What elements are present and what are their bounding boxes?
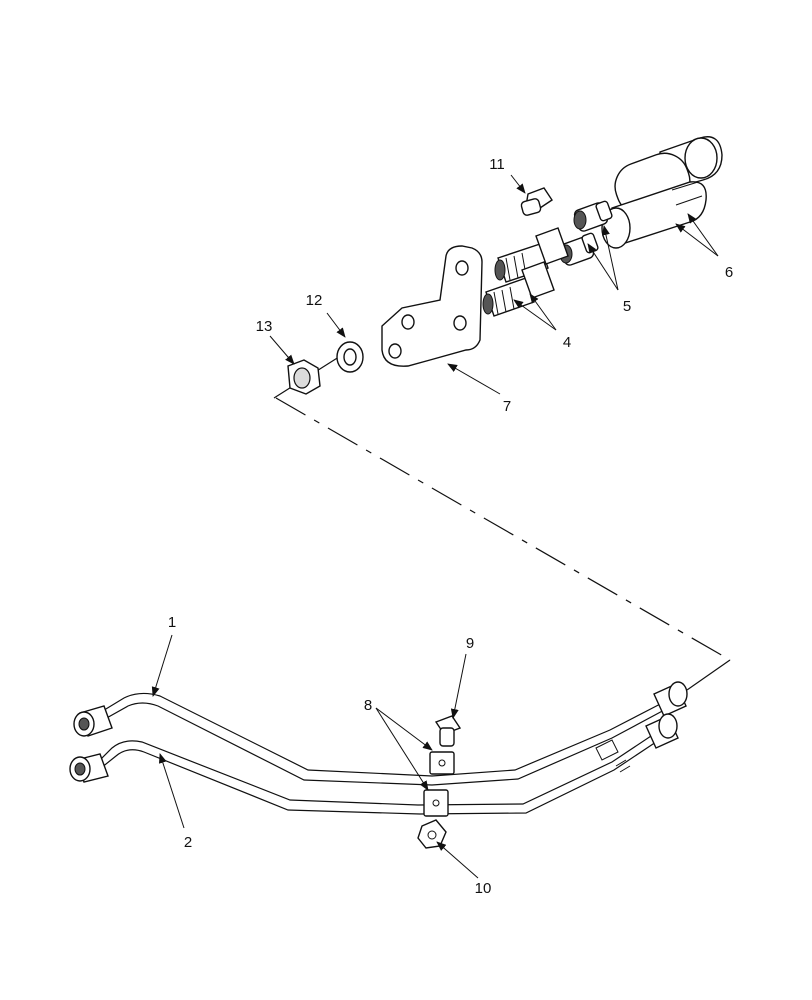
part-13-nut — [287, 359, 321, 395]
callout-6: 6 — [725, 264, 733, 281]
part-4-connectors — [482, 227, 569, 317]
line-end-fittings — [69, 681, 688, 783]
callout-9: 9 — [466, 635, 474, 652]
callout-2: 2 — [184, 834, 192, 851]
callout-11: 11 — [489, 156, 505, 173]
part-10-nut — [417, 819, 447, 849]
leader-arrows — [151, 174, 719, 879]
part-9-bolt — [434, 715, 462, 747]
part-7-bracket — [381, 245, 483, 367]
callout-1: 1 — [168, 614, 176, 631]
callout-12: 12 — [306, 292, 323, 309]
part-8-clamps — [423, 751, 455, 817]
callout-10: 10 — [475, 880, 492, 897]
part-6-caps — [601, 136, 723, 249]
callout-13: 13 — [256, 318, 273, 335]
callout-7: 7 — [503, 398, 511, 415]
part-12-washer — [336, 341, 364, 373]
callout-4: 4 — [563, 334, 571, 351]
parts-1-2-hydraulic-lines — [95, 692, 669, 815]
callout-labels: 11 12 13 7 4 5 6 1 2 8 9 10 — [168, 156, 733, 897]
callout-5: 5 — [623, 298, 631, 315]
part-11-bolt — [520, 187, 553, 216]
callout-8: 8 — [364, 697, 372, 714]
